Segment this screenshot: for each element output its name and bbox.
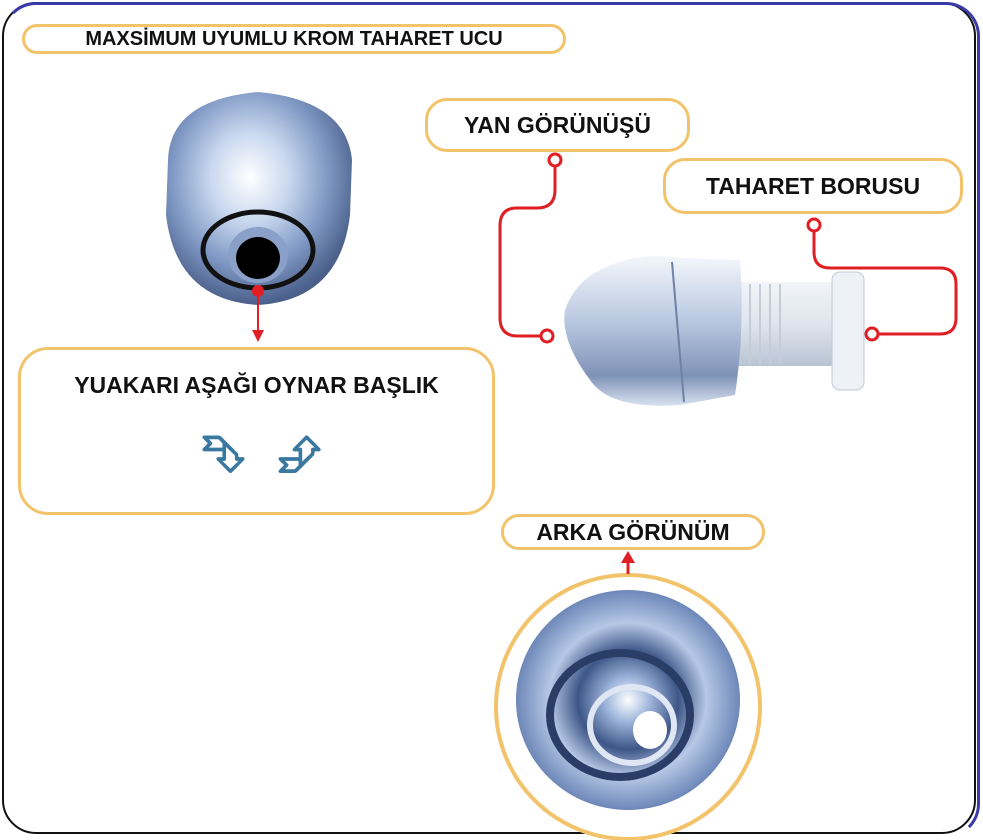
swivel-head-title: YUAKARI AŞAĞI OYNAR BAŞLIK (74, 372, 439, 398)
leader-dot-pipe-top (806, 217, 822, 233)
back-view-label: ARKA GÖRÜNÜM (536, 518, 730, 545)
front-view-head (166, 92, 352, 342)
leader-lines (498, 162, 958, 338)
page-title: MAXSİMUM UYUMLU KROM TAHARET UCU (85, 27, 503, 50)
side-view-label-pill: YAN GÖRÜNÜŞÜ (425, 98, 690, 152)
side-view-head (564, 255, 865, 406)
leader-dot-side-end (539, 328, 555, 344)
pipe-label-pill: TAHARET BORUSU (663, 158, 963, 214)
leader-dot-pipe-end (864, 326, 880, 342)
down-turn-arrow-icon: ⮵ (279, 426, 321, 484)
back-view-fitting (494, 551, 762, 840)
side-view-label: YAN GÖRÜNÜŞÜ (463, 111, 651, 138)
title-pill: MAXSİMUM UYUMLU KROM TAHARET UCU (22, 24, 566, 54)
leader-dot-side-top (547, 152, 563, 168)
swivel-head-box: YUAKARI AŞAĞI OYNAR BAŞLIK ⮷ ⮵ (18, 347, 495, 515)
pipe-label: TAHARET BORUSU (705, 172, 921, 199)
up-turn-arrow-icon: ⮷ (203, 426, 245, 484)
back-view-label-pill: ARKA GÖRÜNÜM (501, 514, 765, 550)
